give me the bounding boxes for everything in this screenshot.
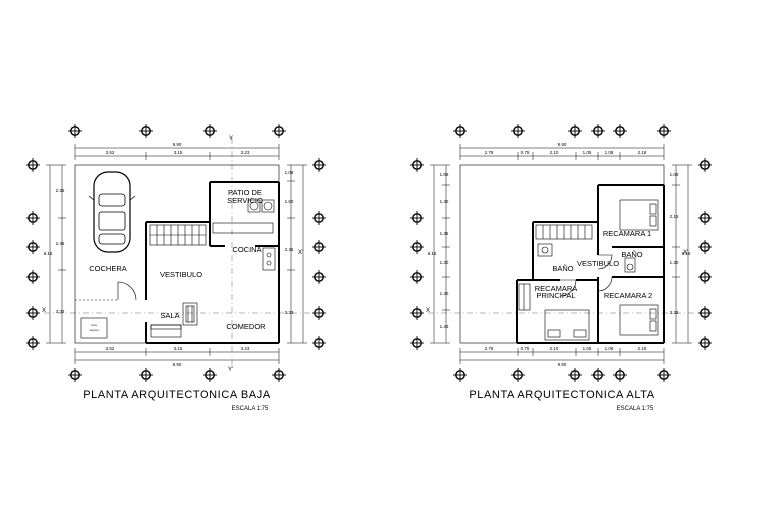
upper-dimensions-bottom: 2.78 0.75 2.10 1.05 1.08 2.18 9.90 (459, 346, 665, 367)
upper-dim-top-6: 2.18 (638, 150, 647, 155)
ground-plan-scale: ESCALA 1:75 (232, 406, 269, 412)
upper-dim-top-4: 1.05 (583, 150, 592, 155)
sofa-icon (150, 302, 198, 338)
room-bano-2: BAÑO (621, 250, 642, 259)
ground-dim-right-3: 2.45 (285, 247, 294, 252)
upper-dim-right-2: 2.15 (670, 214, 679, 219)
upper-floor-plan: 9.90 2.78 0.75 2.10 1.05 1.08 2.18 2.78 … (426, 142, 696, 412)
room-bano-1: BAÑO (552, 264, 573, 273)
upper-dim-top-1: 2.78 (485, 150, 494, 155)
upper-dim-top-total: 9.90 (558, 142, 567, 147)
upper-dimensions-right: 1.08 2.15 1.30 3.23 8.16 (670, 164, 692, 344)
ground-dim-left-3: 3.33 (56, 309, 65, 314)
upper-dim-top-5: 1.08 (605, 150, 614, 155)
room-vestibulo-ground: VESTIBULO (160, 270, 202, 279)
septic-label-line-1: fosa (91, 323, 97, 327)
main-door-icon (117, 281, 137, 301)
upper-dim-left-total: 8.16 (428, 251, 437, 256)
ground-dim-bottom-3: 3.23 (241, 346, 250, 351)
room-recamara-principal-line-1: RECAMARA (535, 284, 578, 293)
ground-dimensions-right: 1.08 1.60 2.45 3.33 (285, 164, 307, 344)
upper-dim-left-6: 1.43 (440, 324, 449, 329)
ground-axis-y-top: Y (229, 136, 233, 142)
ground-dim-top-2: 3.15 (174, 150, 183, 155)
bed-principal-icon (544, 309, 590, 341)
ground-dim-top-3: 3.23 (241, 150, 250, 155)
room-sala: SALA (160, 311, 179, 320)
ground-dim-right-2: 1.60 (285, 199, 294, 204)
upper-dim-bottom-4: 1.05 (583, 346, 592, 351)
upper-axis-x-right: X' (683, 250, 688, 256)
ground-dim-left-2: 2.45 (56, 241, 65, 246)
ground-dim-top-total: 9.90 (173, 142, 182, 147)
car-icon (88, 171, 136, 253)
laundry-icon (247, 199, 275, 213)
upper-dim-left-2: 1.40 (440, 199, 449, 204)
upper-dim-left-4: 1.30 (440, 260, 449, 265)
ground-dimensions-top: 9.90 3.52 3.15 3.23 (74, 142, 280, 160)
upper-dim-bottom-2: 0.75 (521, 346, 530, 351)
upper-dim-right-total: 8.16 (682, 251, 691, 256)
upper-staircase (535, 224, 593, 240)
upper-dim-right-1: 1.08 (670, 172, 679, 177)
upper-dim-bottom-6: 2.18 (638, 346, 647, 351)
grid-axis-bubbles (26, 124, 712, 382)
upper-plan-title: PLANTA ARQUITECTONICA ALTA (469, 389, 654, 401)
upper-dim-bottom-1: 2.78 (485, 346, 494, 351)
kitchen-counter-icon (212, 222, 276, 271)
bed-recamara-1-icon (619, 199, 659, 231)
ground-plan-title: PLANTA ARQUITECTONICA BAJA (83, 389, 271, 401)
ground-axis-x-right: X' (298, 250, 303, 256)
upper-dim-bottom-5: 1.08 (605, 346, 614, 351)
upper-walls (459, 164, 665, 344)
upper-dimensions-top: 9.90 2.78 0.75 2.10 1.05 1.08 2.18 (459, 142, 665, 160)
ground-dim-right-4: 3.33 (285, 310, 294, 315)
ground-dim-bottom-total: 9.90 (173, 362, 182, 367)
ground-dim-right-1: 1.08 (285, 170, 294, 175)
septic-label-line-2: septica (89, 328, 99, 332)
upper-dim-left-5: 1.40 (440, 291, 449, 296)
ground-walls (74, 164, 280, 344)
upper-door-icons (559, 254, 613, 297)
ground-axis-lines: Y Y' X X' (42, 136, 312, 373)
ground-axis-x-left: X (42, 308, 46, 314)
upper-plan-scale: ESCALA 1:75 (617, 406, 654, 412)
bathroom-fixtures-icon (537, 243, 636, 273)
ground-floor-plan: 9.90 3.52 3.15 3.23 3.52 3.15 3.23 9.90 (42, 136, 312, 412)
upper-dim-top-2: 0.75 (521, 150, 530, 155)
room-cocina: COCINA (232, 245, 261, 254)
upper-axis-lines: X X' (426, 250, 696, 314)
room-cochera: COCHERA (89, 264, 127, 273)
room-vestibulo-upper: VESTIBULO (577, 259, 619, 268)
room-recamara-1: RECAMARA 1 (603, 229, 651, 238)
ground-dim-bottom-1: 3.52 (106, 346, 115, 351)
closet-icon (518, 283, 531, 311)
upper-dim-bottom-total: 9.90 (558, 362, 567, 367)
ground-dim-left-1: 2.36 (56, 188, 65, 193)
ground-dim-bottom-2: 3.15 (174, 346, 183, 351)
room-recamara-principal-line-2: PRINCIPAL (536, 291, 575, 300)
ground-axis-y-bottom: Y' (228, 367, 233, 373)
room-recamara-2: RECAMARA 2 (604, 291, 652, 300)
upper-dim-left-1: 1.08 (440, 172, 449, 177)
ground-dim-left-total: 8.16 (44, 251, 53, 256)
ground-dimensions-bottom: 3.52 3.15 3.23 9.90 (74, 346, 280, 367)
upper-dim-right-4: 3.23 (670, 310, 679, 315)
upper-axis-x-left: X (426, 308, 430, 314)
room-patio-line-2: SERVICIO (227, 196, 263, 205)
upper-dim-right-3: 1.30 (670, 260, 679, 265)
ground-staircase (149, 224, 207, 246)
bed-recamara-2-icon (619, 304, 659, 336)
upper-dim-top-3: 2.10 (550, 150, 559, 155)
upper-dim-left-3: 1.35 (440, 231, 449, 236)
upper-dimensions-left: 1.08 1.40 1.35 1.30 1.40 1.43 8.16 (428, 164, 450, 344)
ground-dimensions-left: 2.36 2.45 3.33 8.16 (44, 164, 66, 344)
ground-dim-top-1: 3.52 (106, 150, 115, 155)
septic-tank-icon (80, 317, 108, 339)
room-comedor: COMEDOR (226, 322, 266, 331)
room-patio-line-1: PATIO DE (228, 188, 262, 197)
upper-dim-bottom-3: 2.10 (550, 346, 559, 351)
